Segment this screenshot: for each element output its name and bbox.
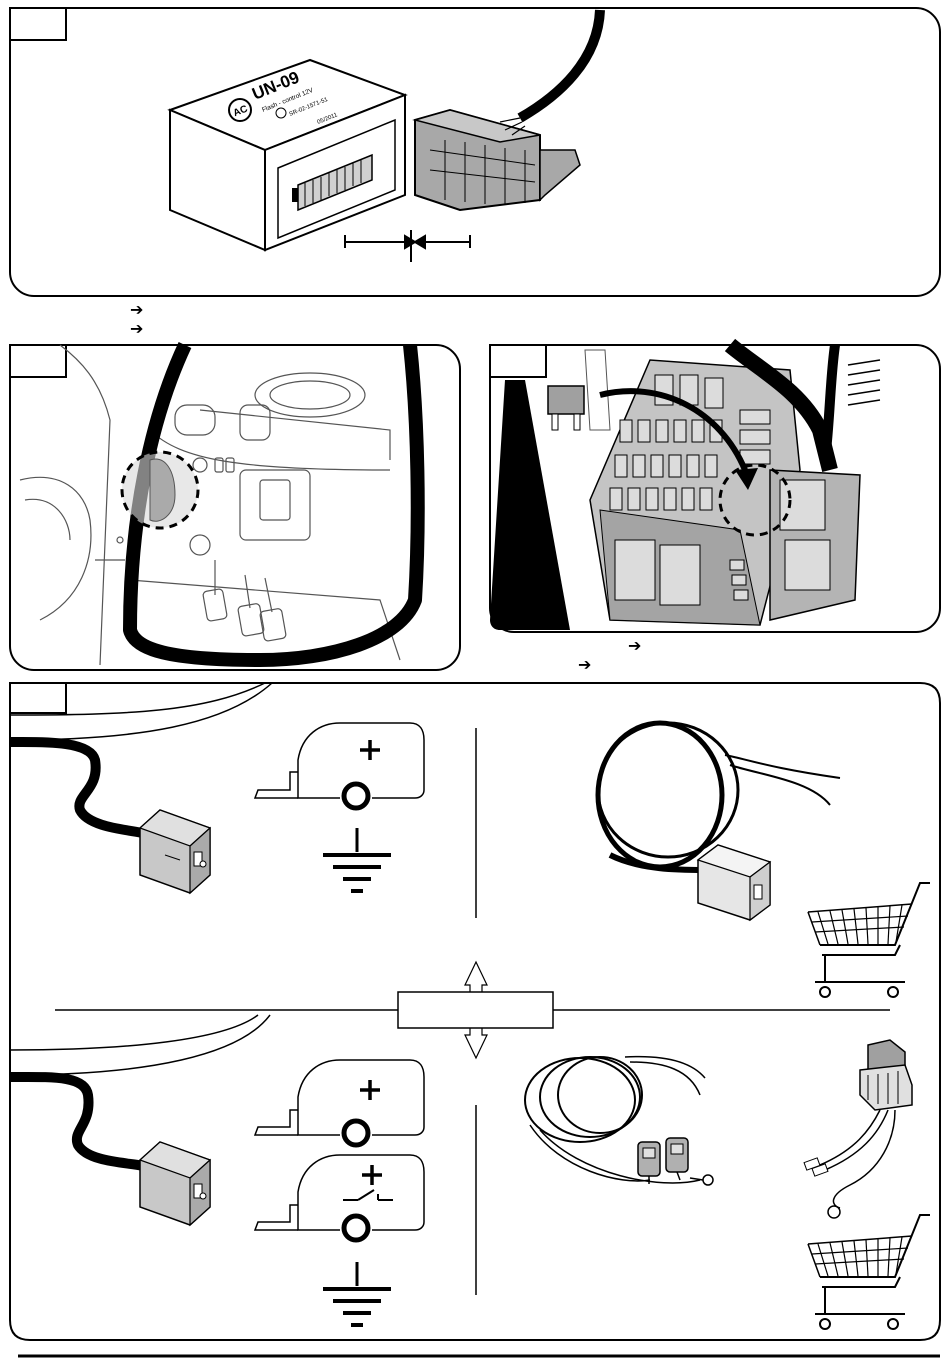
panel-wiring-options [10,683,940,1340]
arrow-icon: ➔ [578,657,591,674]
option-toggle [398,962,553,1058]
panel-module: AC UN-09 Flash - control 12V SR-02-1571-… [10,8,940,296]
panel-dashboard [10,345,460,670]
ground-icon [323,828,391,891]
shopping-cart-icon [808,1215,930,1329]
shopping-cart-icon [808,883,930,997]
arrow-icon: ➔ [628,638,641,655]
relay-icon [804,1040,912,1218]
step-number-box [10,345,66,377]
plug-connector-icon [698,845,770,920]
fuse-holder-icon [638,1138,713,1185]
trailer-plus-icon [255,1060,424,1145]
arrow-icon: ➔ [130,321,143,338]
ground-icon [323,1262,391,1325]
module-box: AC UN-09 Flash - control 12V SR-02-1571-… [170,60,405,250]
plug-connector-icon [140,810,210,893]
step-number-box [10,8,66,40]
step-number-box [10,683,66,713]
panel-fusebox [490,345,940,632]
step-number-box [490,345,546,377]
switch-icon [343,1190,393,1200]
plug-connector-icon [140,1142,210,1225]
arrow-icon: ➔ [130,302,143,319]
trailer-switched-plus-icon [255,1155,424,1240]
harness-cable-bottom [10,1015,270,1168]
connector-plug [415,10,600,210]
trailer-plus-icon [255,723,424,808]
fuse-icon [548,386,584,430]
push-arrows [345,230,470,262]
